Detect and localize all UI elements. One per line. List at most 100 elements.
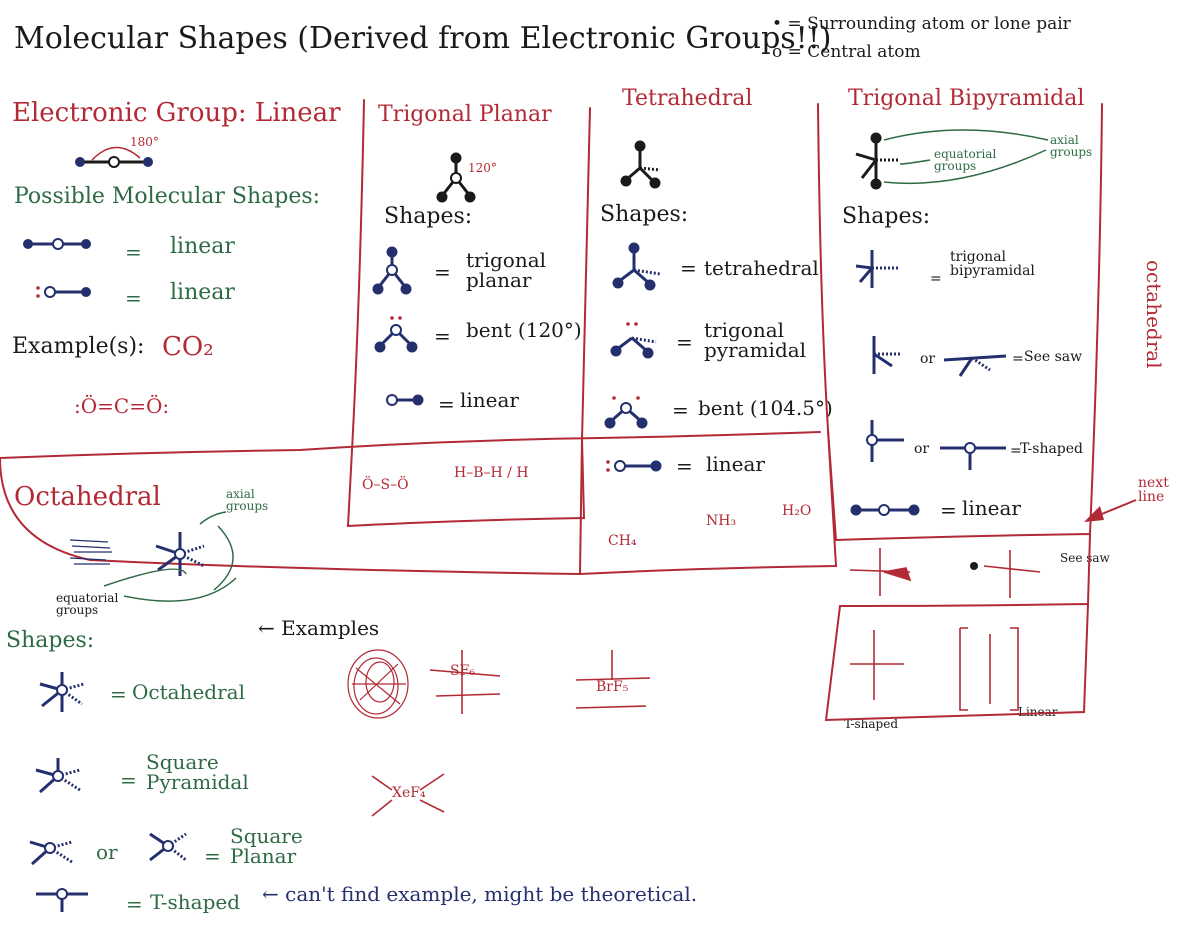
legend-central: o = Central atom [772,42,921,62]
linear-shape-2: linear [170,280,235,305]
divider-horizontal [0,431,821,459]
legend-surrounding: • = Surrounding atom or lone pair [772,14,1071,34]
tbp-shape-2a-diagram [872,336,900,374]
tp-shape-3: linear [460,388,519,412]
linear-co2-structure: :Ö=C=Ö: [74,394,170,418]
octahedral-axial-label: axial groups [226,487,269,513]
section-borders [0,99,1103,722]
td-shape-1-diagram [612,242,661,291]
tp-shape-1: trigonal planar [466,248,547,292]
tbp-examples-drawings [849,548,1041,711]
tp-shape-1-diagram [372,246,412,295]
tbp-next-line-label: next line [1138,475,1169,505]
tbp-example-linear-label: Linear [1018,705,1058,719]
oct-shape-2-diagram [35,758,81,794]
oct-eq-1: = [110,682,127,706]
trigonal-planar-box [346,99,586,528]
tbp-eq-2: = [1012,351,1024,367]
trigonal-planar-heading: Trigonal Planar [378,102,552,127]
xef4-drawing [371,773,445,817]
td-shape-2: trigonal pyramidal [704,318,807,362]
tbp-shape-4-diagram [850,504,920,516]
tbp-or-1: or [920,351,936,367]
tetrahedral-heading: Tetrahedral [622,86,753,111]
tbp-shape-2: See saw [1024,349,1083,365]
td-shape-4-diagram [606,460,662,472]
tbp-box [817,103,1103,722]
octahedral-heading: Octahedral [14,482,161,512]
tp-shape-2: bent (120°) [466,318,582,342]
octahedral-return-divider [0,457,581,575]
td-shape-3: bent (104.5°) [698,396,833,420]
tbp-axial-label: axial groups [1050,133,1093,159]
oct-shape-4: T-shaped [150,890,241,914]
td-eq-2: = [676,330,693,354]
linear-shape-2-diagram [36,286,91,298]
oct-shape-4-diagram [36,888,88,912]
tbp-annotation-arrows [883,129,1049,185]
tbp-shape-1-diagram [855,250,900,288]
brf5-drawing [575,650,651,709]
td-example-h2o: H₂O [782,503,812,519]
td-shape-2-diagram [610,322,657,359]
tp-example-bh3: H–B–H / H [454,465,529,481]
td-shape-3-diagram [604,396,648,429]
tbp-shape-3b-diagram [940,442,1006,470]
next-line-arrow [1084,499,1137,522]
td-shape-4: linear [706,452,765,476]
linear-example-co2: CO₂ [162,332,214,362]
linear-eq-2: = [125,286,142,310]
trigonal-planar-heading-diagram [436,152,476,203]
tp-eq-3: = [438,392,455,416]
oct-example-xef4: XeF₄ [392,785,426,801]
oct-eq-3: = [204,844,221,868]
octahedral-examples-label: ← Examples [258,616,380,640]
red-scribble [347,649,409,719]
linear-shape-1: linear [170,234,235,259]
tbp-equatorial-label: equatorial groups [934,147,997,173]
tbp-heading: Trigonal Bipyramidal [848,86,1085,111]
tbp-shapes-label: Shapes: [842,204,931,229]
oct-or: or [96,840,118,864]
tp-example-so2: Ö–S–Ö [362,477,409,493]
oct-example-brf5: BrF₅ [596,679,629,695]
trigonal-planar-shapes-label: Shapes: [384,204,473,229]
linear-examples-label: Example(s): [12,334,145,359]
tetrahedral-shapes-label: Shapes: [600,202,689,227]
tbp-eq-1: = [930,271,942,287]
linear-possible-shapes: Possible Molecular Shapes: [14,184,321,209]
linear-electron-group-diagram [75,146,153,168]
tbp-example-seesaw-label: See saw [1060,551,1110,565]
linear-angle: 180° [130,135,159,149]
tbp-example-tshaped-label: T-shaped [844,717,899,731]
td-eq-4: = [676,454,693,478]
linear-eq-1: = [125,240,142,264]
oct-shape-1: Octahedral [132,680,245,704]
td-example-ch4: CH₄ [608,533,637,549]
td-eq-1: = [680,256,697,280]
octahedral-shapes-label: Shapes: [6,628,95,653]
tp-eq-1: = [434,260,451,284]
tp-shape-3-diagram [386,394,424,406]
tbp-example-dot [970,562,978,570]
tbp-heading-diagram [855,132,900,190]
tbp-shape-4: linear [962,496,1021,520]
oct-eq-2: = [120,768,137,792]
td-example-nh3: NH₃ [706,513,737,529]
octahedral-equatorial-label: equatorial groups [56,591,119,617]
linear-heading: Electronic Group: Linear [12,98,341,128]
tetrahedral-box [578,107,838,576]
td-eq-3: = [672,398,689,422]
tbp-shape-3a-diagram [866,420,904,462]
tp-shape-2-diagram [374,316,418,353]
tbp-shape-3: T-shaped [1020,441,1084,457]
octahedral-heading-diagram [155,532,205,576]
octahedral-scribble [69,539,112,565]
oct-shape-3a-diagram [29,840,73,866]
sf6-drawing [429,650,501,714]
tp-eq-2: = [434,324,451,348]
oct-shape-3: Square Planar [230,824,303,868]
td-shape-1: tetrahedral [704,256,819,280]
tbp-shape-2b-diagram [943,354,1007,377]
